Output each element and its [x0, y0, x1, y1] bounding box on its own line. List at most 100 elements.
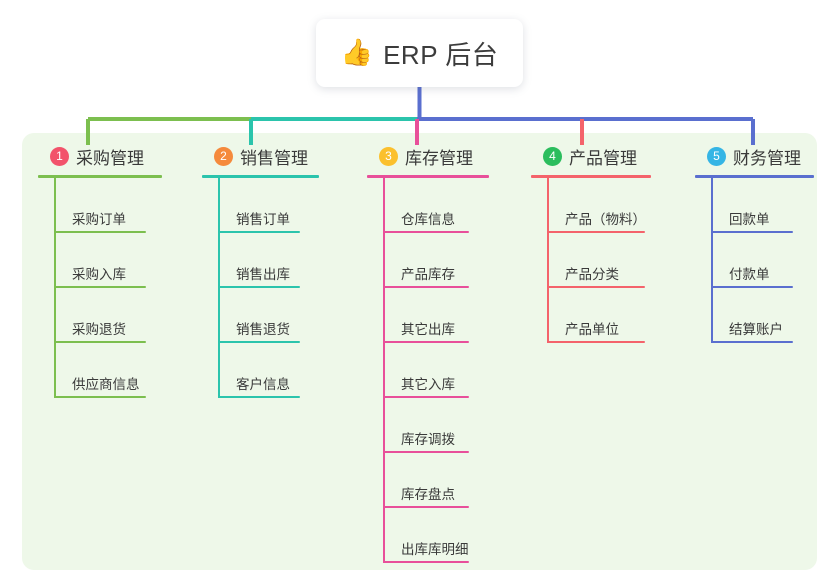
module-item-rule	[711, 341, 793, 343]
module-item-label: 仓库信息	[401, 212, 455, 227]
module-header-rule	[531, 175, 651, 178]
module-item-label: 产品库存	[401, 267, 455, 282]
module-header-rule	[367, 175, 489, 178]
module-header[interactable]: 3 库存管理	[367, 143, 489, 169]
module-spine	[383, 178, 385, 563]
module-item-label: 库存盘点	[401, 487, 455, 502]
module-item[interactable]: 出库库明细	[383, 508, 489, 563]
module-item-rule	[383, 561, 469, 563]
module-item-label: 其它出库	[401, 322, 455, 337]
module-item-rule	[547, 286, 645, 288]
module-item-rule	[711, 231, 793, 233]
module-header-rule	[38, 175, 162, 178]
module-item[interactable]: 结算账户	[711, 288, 814, 343]
module-item[interactable]: 采购订单	[54, 178, 162, 233]
module-item-label: 采购入库	[72, 267, 126, 282]
module-item-label: 采购退货	[72, 322, 126, 337]
module-item-rule	[54, 231, 146, 233]
module-item-label: 出库库明细	[401, 542, 469, 557]
module-title: 产品管理	[569, 148, 637, 168]
module-item-label: 采购订单	[72, 212, 126, 227]
module-item-label: 客户信息	[236, 377, 290, 392]
module-index-badge: 3	[379, 146, 398, 166]
module-item-label: 库存调拨	[401, 432, 455, 447]
module-item-rule	[383, 506, 469, 508]
module-item[interactable]: 客户信息	[218, 343, 319, 398]
module-item[interactable]: 其它入库	[383, 343, 489, 398]
modules-panel	[22, 133, 817, 570]
module-item-label: 回款单	[729, 212, 770, 227]
module-item-rule	[547, 231, 645, 233]
module-item-rule	[218, 231, 300, 233]
module-item-label: 产品单位	[565, 322, 619, 337]
module-item-rule	[54, 341, 146, 343]
module-item-rule	[54, 286, 146, 288]
module-item-list: 回款单付款单结算账户	[695, 178, 814, 343]
module-item[interactable]: 产品分类	[547, 233, 651, 288]
module-item-rule	[218, 396, 300, 398]
module-item[interactable]: 产品（物料）	[547, 178, 651, 233]
module-column: 3 库存管理仓库信息产品库存其它出库其它入库库存调拨库存盘点出库库明细	[367, 143, 489, 563]
module-item-list: 销售订单销售出库销售退货客户信息	[202, 178, 319, 398]
module-item[interactable]: 其它出库	[383, 288, 489, 343]
module-item-rule	[711, 286, 793, 288]
module-title: 销售管理	[240, 148, 308, 168]
module-header-rule	[695, 175, 814, 178]
module-item-rule	[383, 451, 469, 453]
module-item[interactable]: 产品单位	[547, 288, 651, 343]
root-node[interactable]: 👍 ERP 后台	[316, 19, 523, 87]
module-item-rule	[547, 341, 645, 343]
module-column: 5 财务管理回款单付款单结算账户	[695, 143, 814, 343]
module-header[interactable]: 2 销售管理	[202, 143, 319, 169]
module-item-rule	[383, 286, 469, 288]
module-item-rule	[218, 286, 300, 288]
module-item[interactable]: 仓库信息	[383, 178, 489, 233]
module-item-label: 付款单	[729, 267, 770, 282]
module-item[interactable]: 产品库存	[383, 233, 489, 288]
module-item[interactable]: 回款单	[711, 178, 814, 233]
module-spine	[54, 178, 56, 398]
module-spine	[547, 178, 549, 343]
module-column: 1 采购管理采购订单采购入库采购退货供应商信息	[38, 143, 162, 398]
module-item-list: 仓库信息产品库存其它出库其它入库库存调拨库存盘点出库库明细	[367, 178, 489, 563]
module-header[interactable]: 5 财务管理	[695, 143, 814, 169]
root-title: ERP 后台	[383, 39, 499, 70]
module-item-label: 销售退货	[236, 322, 290, 337]
module-spine	[711, 178, 713, 343]
module-header-rule	[202, 175, 319, 178]
module-item[interactable]: 库存调拨	[383, 398, 489, 453]
module-item-rule	[218, 341, 300, 343]
module-item-label: 结算账户	[729, 322, 783, 337]
module-item-label: 销售订单	[236, 212, 290, 227]
module-item[interactable]: 付款单	[711, 233, 814, 288]
module-header[interactable]: 1 采购管理	[38, 143, 162, 169]
module-item[interactable]: 采购退货	[54, 288, 162, 343]
module-item[interactable]: 销售退货	[218, 288, 319, 343]
module-item-label: 供应商信息	[72, 377, 140, 392]
module-item-label: 销售出库	[236, 267, 290, 282]
module-item-label: 其它入库	[401, 377, 455, 392]
module-item-label: 产品（物料）	[565, 212, 646, 227]
module-item-rule	[383, 231, 469, 233]
module-title: 库存管理	[405, 148, 473, 168]
module-item[interactable]: 采购入库	[54, 233, 162, 288]
module-item[interactable]: 销售订单	[218, 178, 319, 233]
module-item-list: 采购订单采购入库采购退货供应商信息	[38, 178, 162, 398]
module-title: 采购管理	[76, 148, 144, 168]
module-spine	[218, 178, 220, 398]
module-item[interactable]: 供应商信息	[54, 343, 162, 398]
module-title: 财务管理	[733, 148, 801, 168]
module-item-rule	[383, 341, 469, 343]
module-index-badge: 1	[50, 146, 69, 166]
module-item-rule	[54, 396, 146, 398]
module-item-label: 产品分类	[565, 267, 619, 282]
module-index-badge: 5	[707, 146, 726, 166]
module-column: 2 销售管理销售订单销售出库销售退货客户信息	[202, 143, 319, 398]
module-item[interactable]: 库存盘点	[383, 453, 489, 508]
module-index-badge: 2	[214, 146, 233, 166]
module-item[interactable]: 销售出库	[218, 233, 319, 288]
module-item-list: 产品（物料） 产品分类产品单位	[531, 178, 651, 343]
